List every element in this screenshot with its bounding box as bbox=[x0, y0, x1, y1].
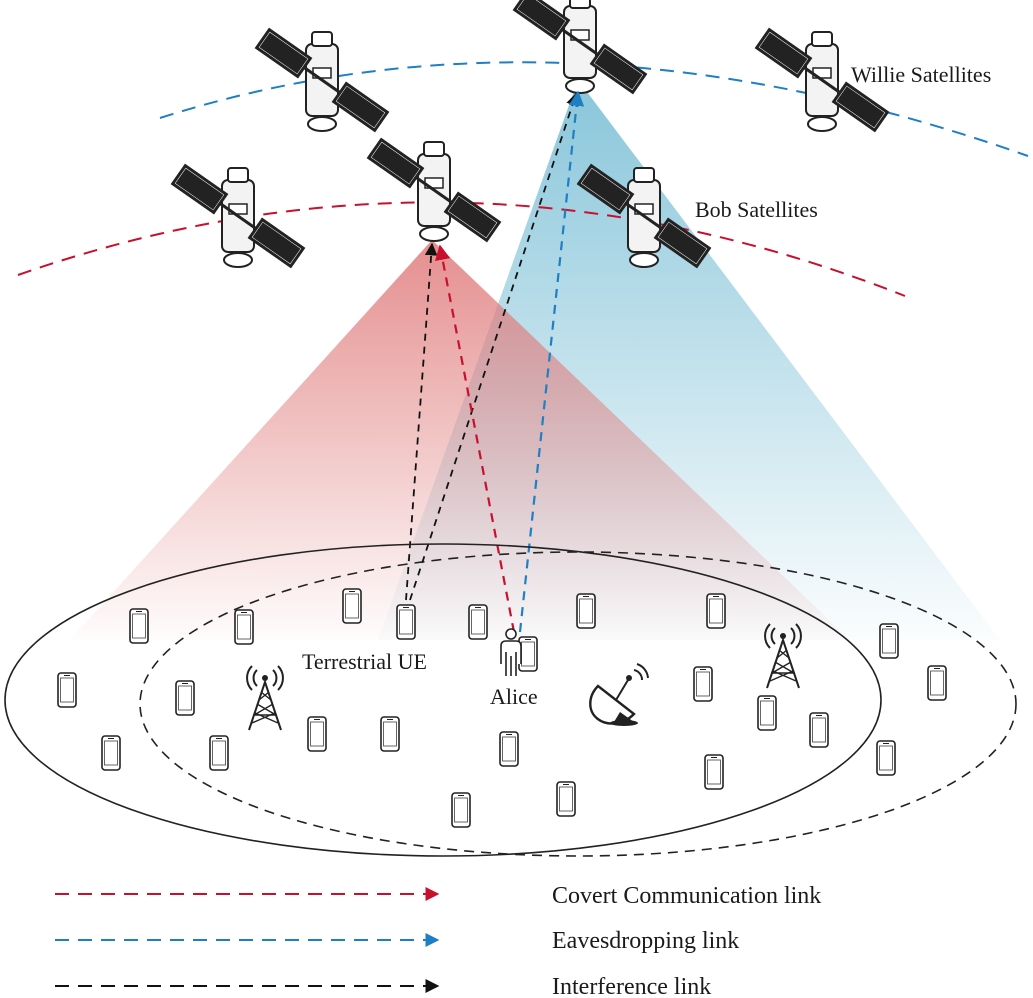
phone-icon bbox=[693, 666, 713, 702]
bob-satellite-icon bbox=[171, 164, 305, 269]
willie-satellite-icon bbox=[513, 0, 647, 95]
phone-icon bbox=[556, 781, 576, 817]
phone-icon bbox=[576, 593, 596, 629]
legend: Covert Communication link Eavesdropping … bbox=[55, 883, 821, 998]
satellite-dish-icon bbox=[589, 662, 650, 728]
legend-interference-label: Interference link bbox=[552, 974, 711, 998]
willie-coverage-area bbox=[139, 551, 1017, 857]
legend-covert-label: Covert Communication link bbox=[552, 883, 821, 909]
legend-eavesdropping-label: Eavesdropping link bbox=[552, 928, 739, 954]
phone-icon bbox=[927, 665, 947, 701]
interference-link bbox=[409, 92, 579, 601]
phone-icon bbox=[704, 754, 724, 790]
phone-icon bbox=[129, 608, 149, 644]
phone-icon bbox=[57, 672, 77, 708]
phone-icon bbox=[209, 735, 229, 771]
phone-icon bbox=[876, 740, 896, 776]
bob-satellite-icon bbox=[367, 138, 501, 243]
phone-icon bbox=[101, 735, 121, 771]
phone-icon bbox=[380, 716, 400, 752]
covert-communication-link bbox=[435, 244, 516, 633]
phone-icon bbox=[706, 593, 726, 629]
phone-icon bbox=[175, 680, 195, 716]
phone-icon bbox=[307, 716, 327, 752]
bob-orbit bbox=[17, 201, 906, 297]
phone-icon bbox=[451, 792, 471, 828]
eavesdropping-link bbox=[518, 90, 585, 633]
phone-icon bbox=[396, 604, 416, 640]
cell-tower-icon bbox=[246, 665, 284, 731]
phone-icon bbox=[879, 623, 899, 659]
bob-beam bbox=[70, 240, 850, 640]
alice-label: Alice bbox=[490, 684, 538, 709]
bob-coverage-area bbox=[4, 543, 882, 857]
phone-icon bbox=[499, 731, 519, 767]
terrestrial-ue-label: Terrestrial UE bbox=[302, 649, 427, 674]
phone-icon bbox=[757, 695, 777, 731]
bob-satellites-label: Bob Satellites bbox=[695, 197, 818, 222]
phone-icon bbox=[468, 604, 488, 640]
phone-icon bbox=[234, 609, 254, 645]
willie-satellite-icon bbox=[255, 28, 389, 133]
phone-icon bbox=[342, 588, 362, 624]
phone-icon bbox=[809, 712, 829, 748]
willie-satellites-label: Willie Satellites bbox=[851, 62, 991, 87]
